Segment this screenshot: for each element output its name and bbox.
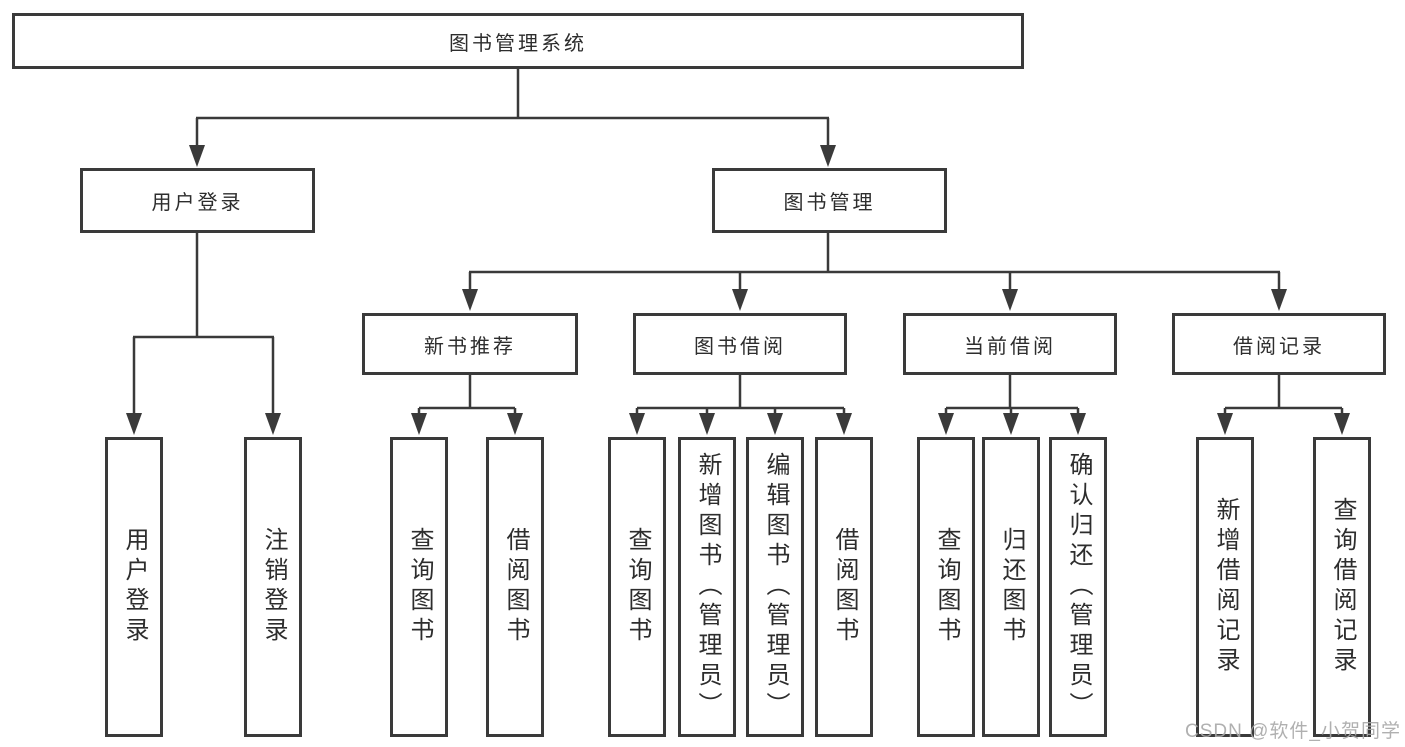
- leaf-query-borrow-record: 查询借阅记录: [1313, 437, 1371, 737]
- node-borrowing-records: 借阅记录: [1172, 313, 1386, 375]
- leaf-query-books-recommend: 查询图书: [390, 437, 448, 737]
- leaf-add-borrow-record: 新增借阅记录: [1196, 437, 1254, 737]
- node-book-borrowing: 图书借阅: [633, 313, 847, 375]
- leaf-edit-book-admin: 编辑图书（管理员）: [746, 437, 804, 737]
- leaf-borrow-books-recommend: 借阅图书: [486, 437, 544, 737]
- arrowheads: [126, 145, 1350, 435]
- leaf-user-login: 用户登录: [105, 437, 163, 737]
- node-library-management-system: 图书管理系统: [12, 13, 1024, 69]
- leaf-query-books-current: 查询图书: [917, 437, 975, 737]
- node-new-book-recommendation: 新书推荐: [362, 313, 578, 375]
- csdn-watermark: CSDN @软件_小贺同学: [1185, 721, 1401, 742]
- leaf-query-books-borrow: 查询图书: [608, 437, 666, 737]
- leaf-borrow-books: 借阅图书: [815, 437, 873, 737]
- leaf-return-book: 归还图书: [982, 437, 1040, 737]
- leaf-add-book-admin: 新增图书（管理员）: [678, 437, 736, 737]
- leaf-logout: 注销登录: [244, 437, 302, 737]
- node-book-management: 图书管理: [712, 168, 947, 233]
- leaf-confirm-return-admin: 确认归还（管理员）: [1049, 437, 1107, 737]
- node-user-login: 用户登录: [80, 168, 315, 233]
- node-current-borrowing: 当前借阅: [903, 313, 1117, 375]
